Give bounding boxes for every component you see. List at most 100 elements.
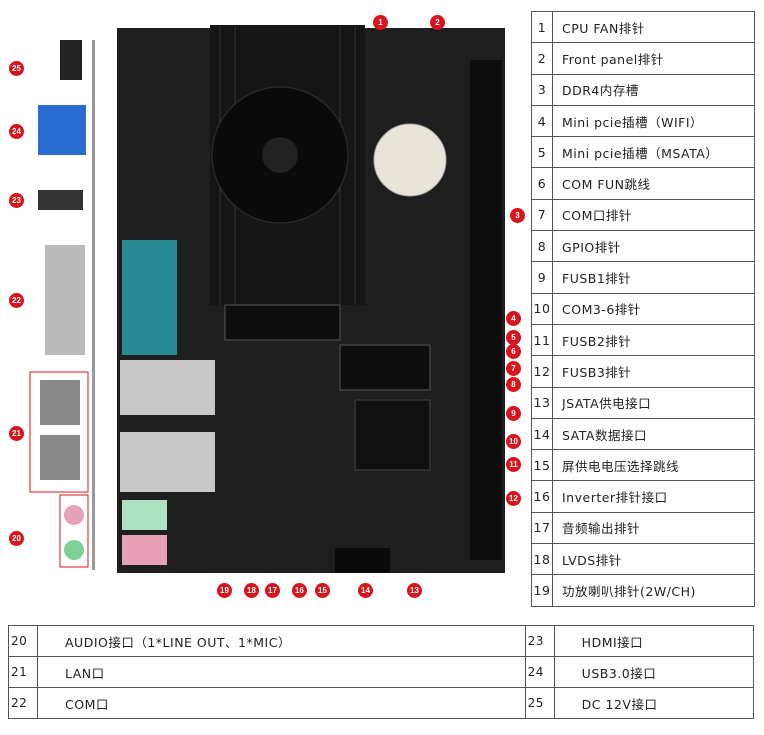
legend-number: 10 bbox=[531, 292, 553, 325]
legend-number: 11 bbox=[531, 323, 553, 357]
callout-marker: 22 bbox=[9, 293, 24, 308]
callout-marker: 19 bbox=[217, 583, 232, 598]
legend-number: 15 bbox=[531, 449, 553, 482]
callout-marker: 20 bbox=[9, 531, 24, 546]
legend-label: LVDS排针 bbox=[552, 543, 755, 576]
callout-marker: 4 bbox=[506, 311, 521, 326]
legend-number: 4 bbox=[531, 104, 553, 138]
callout-marker: 18 bbox=[244, 583, 259, 598]
legend-label: HDMI接口 bbox=[553, 625, 755, 657]
callout-marker: 12 bbox=[506, 491, 521, 506]
callout-marker: 24 bbox=[9, 124, 24, 139]
legend-label: Mini pcie插槽（WIFI） bbox=[552, 104, 755, 138]
legend-label: JSATA供电接口 bbox=[552, 386, 755, 419]
legend-number: 14 bbox=[531, 417, 553, 451]
legend-number: 23 bbox=[524, 625, 555, 657]
legend-number: 3 bbox=[531, 73, 553, 106]
legend-label: GPIO排针 bbox=[552, 230, 755, 263]
legend-label: LAN口 bbox=[37, 656, 526, 688]
callout-marker: 6 bbox=[506, 344, 521, 359]
motherboard-photo bbox=[29, 25, 505, 573]
callout-marker: 2 bbox=[430, 15, 445, 30]
callout-marker: 13 bbox=[407, 583, 422, 598]
callout-marker: 11 bbox=[506, 457, 521, 472]
legend-label: COM口排针 bbox=[552, 198, 755, 232]
callout-marker: 7 bbox=[506, 361, 521, 376]
callout-marker: 3 bbox=[510, 208, 525, 223]
legend-label: SATA数据接口 bbox=[552, 417, 755, 451]
legend-number: 18 bbox=[531, 543, 553, 576]
legend-number: 6 bbox=[531, 167, 553, 200]
callout-marker: 21 bbox=[9, 426, 24, 441]
legend-label: DC 12V接口 bbox=[553, 687, 755, 719]
legend-label: DDR4内存槽 bbox=[552, 73, 755, 106]
legend-number: 17 bbox=[531, 511, 553, 545]
legend-label: FUSB3排针 bbox=[552, 355, 755, 388]
legend-label: FUSB1排针 bbox=[552, 261, 755, 294]
callout-marker: 8 bbox=[506, 377, 521, 392]
legend-number: 16 bbox=[531, 480, 553, 513]
callout-marker: 10 bbox=[506, 434, 521, 449]
legend-label: COM FUN跳线 bbox=[552, 167, 755, 200]
legend-number: 5 bbox=[531, 136, 553, 169]
callout-marker: 25 bbox=[9, 61, 24, 76]
legend-number: 8 bbox=[531, 230, 553, 263]
legend-label: 音频输出排针 bbox=[552, 511, 755, 545]
callout-marker: 14 bbox=[358, 583, 373, 598]
legend-number: 1 bbox=[531, 10, 553, 44]
callout-marker: 9 bbox=[506, 406, 521, 421]
callout-marker: 17 bbox=[265, 583, 280, 598]
callout-marker: 5 bbox=[506, 330, 521, 345]
legend-label: COM口 bbox=[37, 687, 526, 719]
legend-number: 25 bbox=[524, 687, 555, 719]
legend-number: 9 bbox=[531, 261, 553, 294]
legend-label: CPU FAN排针 bbox=[552, 10, 755, 44]
legend-number: 20 bbox=[8, 625, 38, 657]
legend-label: COM3-6排针 bbox=[552, 292, 755, 325]
legend-label: FUSB2排针 bbox=[552, 323, 755, 357]
legend-number: 19 bbox=[531, 574, 553, 607]
legend-label: AUDIO接口（1*LINE OUT、1*MIC） bbox=[37, 625, 526, 657]
callout-marker: 16 bbox=[292, 583, 307, 598]
legend-number: 22 bbox=[8, 687, 38, 719]
legend-number: 24 bbox=[524, 656, 555, 688]
legend-number: 2 bbox=[531, 42, 553, 75]
legend-label: Mini pcie插槽（MSATA） bbox=[552, 136, 755, 169]
legend-label: 屏供电电压选择跳线 bbox=[552, 449, 755, 482]
legend-number: 7 bbox=[531, 198, 553, 232]
legend-label: Front panel排针 bbox=[552, 42, 755, 75]
legend-number: 12 bbox=[531, 355, 553, 388]
callout-marker: 15 bbox=[315, 583, 330, 598]
legend-number: 21 bbox=[8, 656, 38, 688]
callout-marker: 1 bbox=[373, 15, 388, 30]
legend-label: 功放喇叭排针(2W/CH) bbox=[552, 574, 755, 607]
callout-marker: 23 bbox=[9, 193, 24, 208]
legend-number: 13 bbox=[531, 386, 553, 419]
legend-label: Inverter排针接口 bbox=[552, 480, 755, 513]
legend-label: USB3.0接口 bbox=[553, 656, 755, 688]
